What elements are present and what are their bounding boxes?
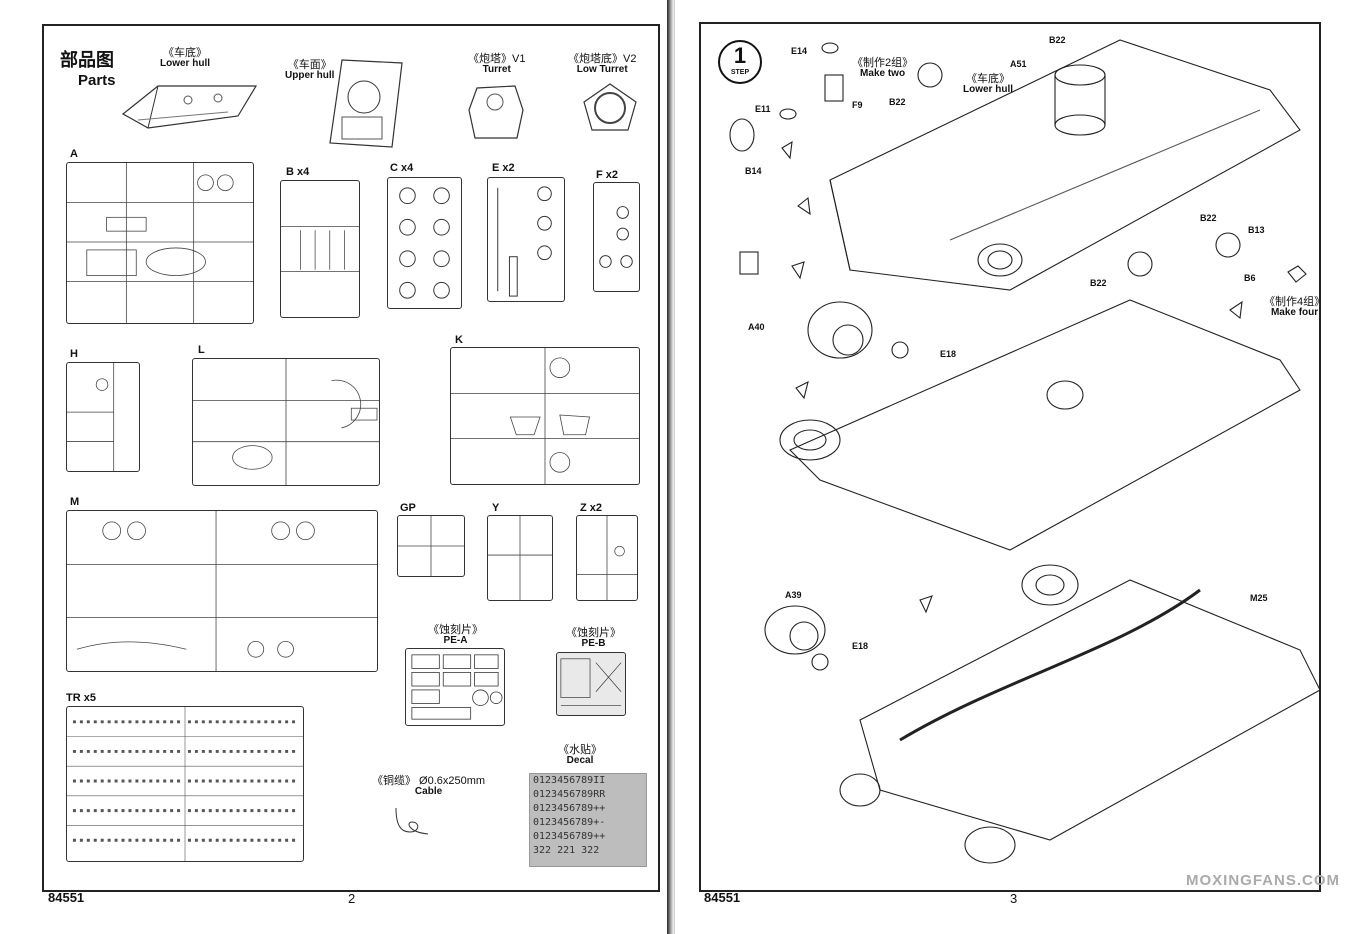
left-page-code: 84551 [48,890,85,905]
page-gutter [668,0,677,934]
pe-b-label: 《蚀刻片》PE-B [566,627,621,649]
decal-sheet: 0123456789II 0123456789RR 0123456789++ 0… [529,773,647,867]
decal-row: 0123456789+- [533,817,606,828]
step-number: 1 [733,43,747,68]
callout-f9: F9 [852,100,863,110]
callout-e11: E11 [755,104,771,114]
sprue-tr [66,706,304,862]
sprue-y [487,515,553,601]
sprue-z [576,515,638,601]
sprue-l [192,358,380,486]
decal-row: 0123456789++ [533,803,606,814]
callout-a39: A39 [785,590,802,600]
cable-drawing [395,807,429,835]
callout-m25: M25 [1250,593,1268,603]
low-turret-drawing [583,83,637,131]
decal-row: 0123456789++ [533,831,606,842]
left-page-number: 2 [348,891,356,906]
watermark: MOXINGFANS.COM [1185,872,1340,889]
decal-row: 322 221 322 [533,845,600,856]
sprue-gp [397,515,465,577]
sprue-a-label: A [70,148,78,160]
parts-title: 部品图 Parts [60,46,116,89]
callout-b13: B13 [1248,225,1265,235]
sprue-tr-label: TR x5 [66,692,96,704]
decal-row: 0123456789II [533,775,606,786]
sprue-f [593,182,640,292]
sprue-k [450,347,640,485]
callout-b6: B6 [1244,273,1256,283]
upper-hull-drawing [329,59,403,148]
callout-e14: E14 [791,46,808,56]
sprue-gp-label: GP [400,502,416,514]
sprue-y-label: Y [492,502,500,514]
upper-hull-label: 《车面》Upper hull [285,59,335,81]
sprue-f-label: F x2 [596,169,619,181]
callout-b22-d: B22 [1090,278,1107,288]
right-page-number: 3 [1010,891,1018,906]
callout-b22-b: B22 [1049,35,1066,45]
right-page-code: 84551 [704,890,741,905]
make-four-label: 《制作4组》Make four [1264,296,1326,318]
sprue-h [66,362,140,472]
callout-b22-c: B22 [1200,213,1217,223]
parts-title-cn: 部品图 [60,50,114,71]
sprue-b-label: B x4 [286,166,310,178]
sprue-c [387,177,462,309]
step-label: STEP [730,69,750,76]
decal-label: 《水贴》Decal [558,744,602,766]
sprue-h-label: H [70,348,78,360]
sprue-m [66,510,378,672]
lower-hull-drawing [121,85,258,129]
pe-b-sheet [556,652,626,716]
sprue-e [487,177,565,302]
callout-a40: A40 [748,322,765,332]
lower-hull-label: 《车底》Lower hull [160,47,210,69]
callout-a51: A51 [1010,59,1027,69]
sprue-c-label: C x4 [390,162,414,174]
sprue-z-label: Z x2 [580,502,603,514]
callout-e18-a: E18 [940,349,957,359]
sprue-a [66,162,254,324]
sprue-l-label: L [198,344,205,356]
step-badge: 1 STEP [718,40,762,84]
callout-e18-b: E18 [852,641,869,651]
assembly-drawing [729,39,1321,864]
sprue-e-label: E x2 [492,162,515,174]
make-two-label: 《制作2组》Make two [852,57,914,79]
left-page: 部品图 Parts 《车底》Lower hull 《车面》Upper hull … [0,0,670,934]
lower-hull-step-label: 《车底》Lower hull [963,73,1013,95]
right-page-frame [699,22,1321,892]
sprue-b [280,180,360,318]
sprue-k-label: K [455,334,463,346]
callout-b22-a: B22 [889,97,906,107]
parts-title-en: Parts [78,72,116,89]
pe-a-sheet [405,648,505,726]
decal-row: 0123456789RR [533,789,606,800]
sprue-m-label: M [70,496,80,508]
turret-drawing [468,85,524,139]
callout-b14: B14 [745,166,762,176]
pe-a-label: 《蚀刻片》PE-A [428,624,483,646]
left-page-frame [42,24,660,892]
